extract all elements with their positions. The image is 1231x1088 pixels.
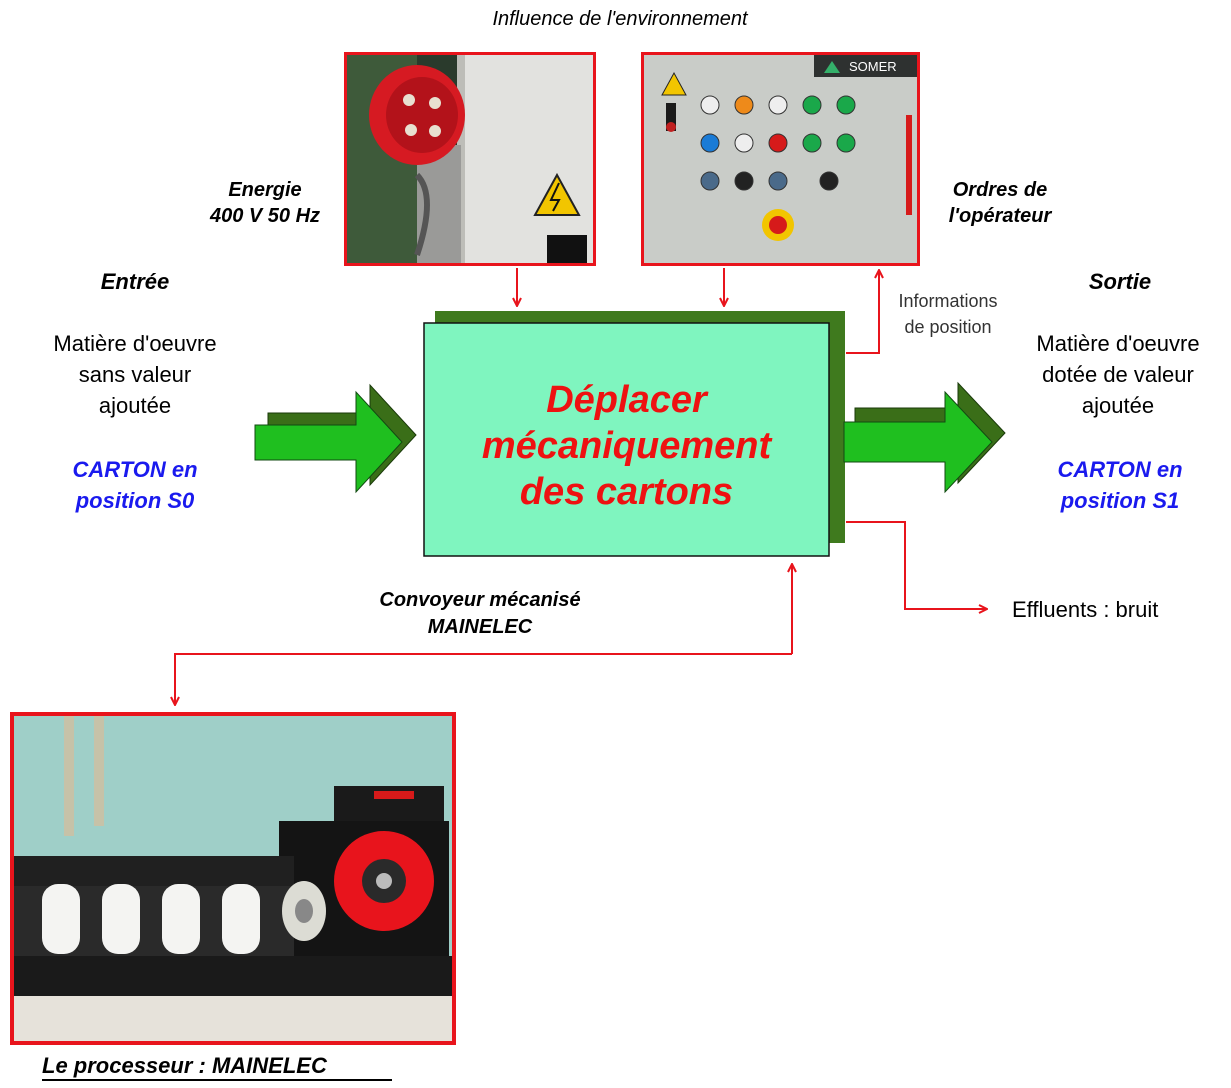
- environment-title: Influence de l'environnement: [492, 8, 748, 30]
- support-label: Convoyeur mécanisé MAINELEC: [330, 587, 630, 641]
- processor-caption: Le processeur : MAINELEC: [42, 1053, 327, 1078]
- processor-photo: [10, 712, 456, 1045]
- output-arrow: [843, 381, 1006, 494]
- panel-brand-text: SOMER: [849, 59, 897, 74]
- effluents-arrow: [846, 521, 987, 609]
- output-description-line3: ajoutée: [1081, 393, 1155, 418]
- output-description-line2: dotée de valeur: [1042, 362, 1194, 387]
- energy-label-line1: Energie: [228, 179, 302, 201]
- input-state-line1: CARTON en: [72, 457, 198, 482]
- output-description: Matière d'oeuvre dotée de valeur ajoutée: [1005, 328, 1231, 421]
- position-info-line1: Informations: [898, 291, 998, 311]
- operator-label-line2: l'opérateur: [948, 205, 1052, 227]
- energy-label: Energie 400 V 50 Hz: [180, 177, 350, 229]
- function-box: [423, 322, 830, 557]
- input-description-line2: sans valeur: [78, 362, 192, 387]
- output-heading: Sortie: [1088, 269, 1152, 294]
- operator-panel-photo: SOMER: [641, 52, 920, 266]
- input-description-line3: ajoutée: [98, 393, 172, 418]
- output-state-line1: CARTON en: [1057, 457, 1183, 482]
- input-arrow: [254, 383, 417, 494]
- energy-photo: [344, 52, 596, 266]
- input-heading: Entrée: [100, 269, 170, 294]
- function-title-line3: des cartons: [519, 471, 734, 513]
- energy-label-line2: 400 V 50 Hz: [209, 205, 321, 227]
- position-info-label: Informations de position: [878, 288, 1018, 340]
- input-state-line2: position S0: [75, 488, 195, 513]
- output-state-line2: position S1: [1060, 488, 1180, 513]
- position-info-line2: de position: [904, 317, 992, 337]
- output-state: CARTON en position S1: [1015, 454, 1225, 516]
- operator-label: Ordres de l'opérateur: [925, 177, 1075, 229]
- input-description: Matière d'oeuvre sans valeur ajoutée: [20, 328, 250, 421]
- effluents-label: Effluents : bruit: [1012, 597, 1159, 622]
- support-label-line1: Convoyeur mécanisé: [379, 589, 581, 611]
- output-description-line1: Matière d'oeuvre: [1036, 331, 1200, 356]
- support-link-down: [175, 653, 792, 705]
- input-state: CARTON en position S0: [30, 454, 240, 516]
- support-label-line2: MAINELEC: [427, 616, 533, 638]
- function-title-line1: Déplacer: [546, 379, 707, 421]
- operator-label-line1: Ordres de: [952, 179, 1048, 201]
- function-title: Déplacer mécaniquement des cartons: [424, 377, 829, 515]
- position-info-arrow: [846, 270, 879, 354]
- input-description-line1: Matière d'oeuvre: [53, 331, 217, 356]
- function-title-line2: mécaniquement: [481, 425, 772, 467]
